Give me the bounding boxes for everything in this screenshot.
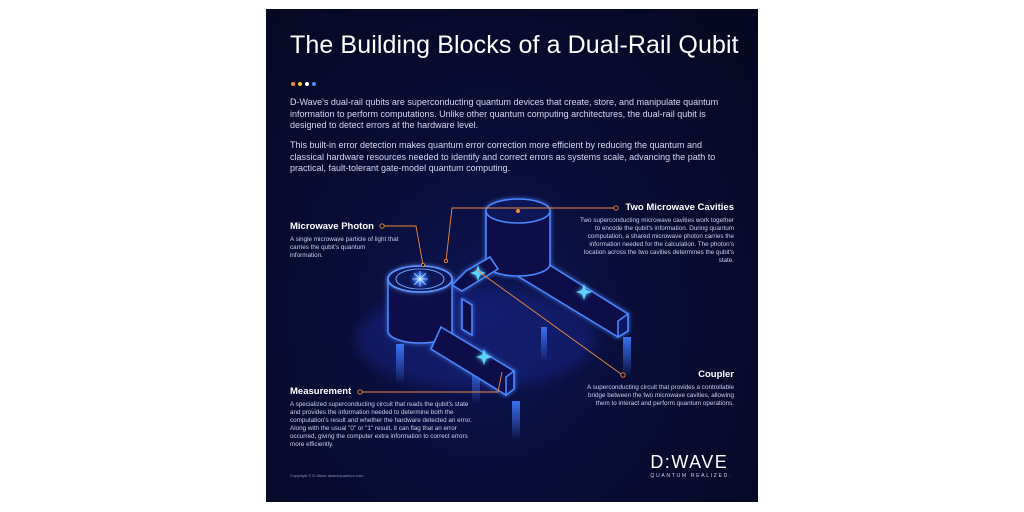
callout-title: Measurement [290, 386, 352, 397]
sparkles [470, 265, 592, 365]
callout-text: A single microwave particle of light tha… [290, 236, 399, 259]
logo-wordmark: D:WAVE [650, 452, 729, 472]
callout-text: A superconducting circuit that provides … [586, 384, 734, 407]
accent-dot-orange [291, 82, 295, 86]
accent-dots [291, 73, 319, 86]
dual-rail-qubit-diagram [356, 198, 631, 441]
logo-tagline: QUANTUM REALIZED. [650, 473, 732, 479]
callout-two-microwave-cavities: Two Microwave Cavities Two superconducti… [578, 202, 734, 265]
callout-text: Two superconducting microwave cavities w… [580, 217, 734, 264]
callout-coupler: Coupler A superconducting circuit that p… [576, 369, 734, 408]
accent-dot-yellow [298, 82, 302, 86]
intro-paragraph-2: This built-in error detection makes quan… [290, 140, 716, 174]
callout-title: Microwave Photon [290, 221, 374, 232]
copyright-text: Copyright © D-Wave dwavequantum.com [290, 473, 364, 478]
callout-title: Coupler [698, 369, 734, 380]
dwave-logo: D:WAVE QUANTUM REALIZED. [650, 453, 732, 479]
glow-drips [396, 327, 631, 441]
callout-text: A specialized superconducting circuit th… [290, 401, 472, 448]
callout-microwave-photon: Microwave Photon A single microwave part… [290, 221, 400, 260]
intro-paragraph-1: D-Wave's dual-rail qubits are supercondu… [290, 97, 719, 131]
accent-dot-blue [312, 82, 316, 86]
page-title: The Building Blocks of a Dual-Rail Qubit [290, 31, 739, 59]
accent-dot-white [305, 82, 309, 86]
callout-title: Two Microwave Cavities [625, 202, 734, 213]
callout-measurement: Measurement A specialized superconductin… [290, 386, 478, 449]
infographic-poster: The Building Blocks of a Dual-Rail Qubit… [266, 9, 758, 502]
leader-lines [362, 207, 622, 393]
